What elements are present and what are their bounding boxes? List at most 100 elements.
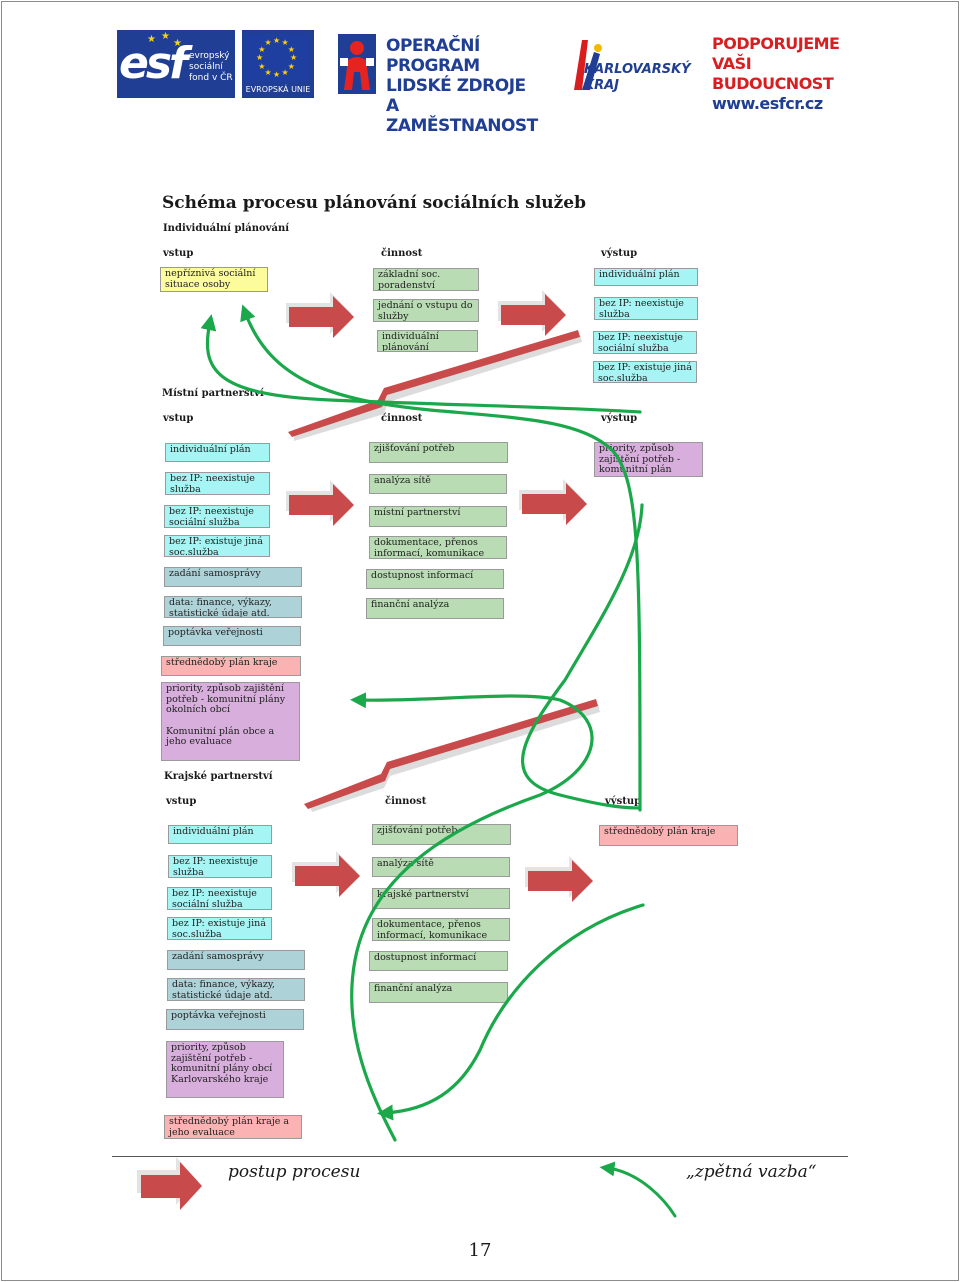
- activity-box: dokumentace, přenos informací, komunikac…: [372, 918, 510, 941]
- eu-flag-icon: ★★★★★★★★★★★★: [244, 34, 310, 82]
- region-name-line: KRAJ: [584, 78, 619, 93]
- process-arrow-5: [292, 851, 360, 897]
- legend-feedback-arrow: [599, 1161, 677, 1218]
- slogan-line: VAŠI BUDOUCNOST: [712, 54, 834, 93]
- activity-box: finanční analýza: [369, 982, 508, 1003]
- region-name: KARLOVARSKÝ KRAJ: [584, 62, 691, 94]
- transfer-arrow-2: [304, 699, 600, 812]
- spacer: [166, 716, 295, 727]
- input-box: střednědobý plán kraje: [161, 656, 301, 676]
- slogan-line: PODPORUJEME: [712, 34, 840, 53]
- eu-caption: EVROPSKÁ UNIE: [245, 85, 311, 94]
- output-box: priority, způsob zajištění potřeb - komu…: [594, 442, 703, 477]
- esf-caption-line: sociální: [189, 62, 223, 72]
- legend-divider: [112, 1156, 848, 1157]
- input-box: individuální plán: [168, 825, 272, 844]
- input-box-text: priority, způsob zajištění potřeb - komu…: [166, 683, 286, 715]
- input-box: priority, způsob zajištění potřeb - komu…: [166, 1041, 284, 1098]
- esf-caption-line: evropský: [189, 51, 230, 61]
- process-arrow-4: [519, 479, 587, 525]
- eu-star-icon: ★: [264, 38, 272, 48]
- feedback-curve-3: [521, 503, 644, 810]
- section-heading: Místní partnerství: [162, 388, 264, 399]
- section-heading: Individuální plánování: [163, 223, 290, 234]
- esf-caption: evropský sociální fond v ČR: [189, 51, 233, 84]
- eu-star-icon: ★: [264, 67, 272, 77]
- column-activity-label: činnost: [381, 413, 423, 424]
- output-box: bez IP: existuje jiná soc.služba: [593, 361, 697, 383]
- eu-star-icon: ★: [273, 70, 281, 79]
- program-name: OPERAČNÍ PROGRAM LIDSKÉ ZDROJE A ZAMĚSTN…: [386, 36, 548, 136]
- input-box: individuální plán: [165, 443, 270, 462]
- legend-feedback-label: „zpětná vazba“: [686, 1162, 817, 1182]
- input-box: poptávka veřejnosti: [166, 1009, 304, 1030]
- output-box: střednědobý plán kraje: [599, 825, 738, 846]
- activity-box: zjišťování potřeb: [372, 824, 511, 845]
- eu-star-icon: ★: [273, 36, 281, 45]
- star-icon: ★: [173, 38, 182, 49]
- legend-process-label: postup procesu: [228, 1162, 361, 1182]
- input-box: střednědobý plán kraje a jeho evaluace: [164, 1115, 302, 1139]
- output-box: bez IP: neexistuje sociální služba: [593, 331, 697, 354]
- column-activity-label: činnost: [385, 796, 427, 807]
- input-box: zadání samosprávy: [164, 567, 302, 587]
- process-arrow-2: [498, 290, 566, 336]
- activity-box: individuální plánování: [377, 330, 478, 352]
- eu-star-icon: ★: [281, 38, 289, 48]
- activity-box: dokumentace, přenos informací, komunikac…: [369, 536, 507, 559]
- eu-star-icon: ★: [290, 53, 298, 62]
- page-number: 17: [468, 1240, 492, 1261]
- activity-box: finanční analýza: [366, 598, 504, 619]
- program-name-line: A ZAMĚSTNANOST: [386, 96, 538, 136]
- slogan-url: www.esfcr.cz: [712, 94, 823, 113]
- input-box: data: finance, výkazy, statistické údaje…: [164, 596, 302, 618]
- input-box: bez IP: neexistuje služba: [165, 472, 270, 495]
- output-box: individuální plán: [594, 268, 698, 286]
- eu-star-icon: ★: [287, 61, 295, 71]
- input-box: bez IP: neexistuje služba: [168, 855, 272, 878]
- activity-box: analýza sítě: [372, 857, 510, 877]
- section-heading: Krajské partnerství: [164, 771, 273, 782]
- activity-box: krajské partnerství: [372, 888, 510, 909]
- input-box: bez IP: neexistuje sociální služba: [167, 887, 272, 910]
- program-logo: OPERAČNÍ PROGRAM LIDSKÉ ZDROJE A ZAMĚSTN…: [336, 30, 548, 136]
- activity-box: analýza sítě: [369, 474, 507, 494]
- eu-star-icon: ★: [258, 61, 266, 71]
- input-box: bez IP: neexistuje sociální služba: [164, 505, 270, 528]
- eu-star-icon: ★: [256, 53, 264, 62]
- star-icon: ★: [161, 31, 170, 42]
- output-box: bez IP: neexistuje služba: [594, 297, 698, 320]
- esf-caption-line: fond v ČR: [189, 73, 233, 83]
- eu-star-icon: ★: [287, 44, 295, 54]
- column-activity-label: činnost: [381, 248, 423, 259]
- input-box: bez IP: existuje jiná soc.služba: [164, 535, 270, 557]
- eu-logo: ★★★★★★★★★★★★ EVROPSKÁ UNIE: [242, 30, 314, 98]
- activity-box: základní soc. poradenství: [373, 268, 479, 291]
- input-box: nepříznivá sociální situace osoby: [160, 267, 268, 292]
- region-name-line: KARLOVARSKÝ: [584, 62, 691, 77]
- activity-box: zjišťování potřeb: [369, 442, 508, 463]
- column-output-label: výstup: [605, 796, 642, 807]
- slogan-logo: PODPORUJEME VAŠI BUDOUCNOST www.esfcr.cz: [708, 30, 860, 113]
- process-arrow-6: [525, 856, 593, 902]
- input-box: poptávka veřejnosti: [163, 626, 301, 646]
- activity-box: dostupnost informací: [366, 569, 504, 589]
- eu-star-icon: ★: [281, 67, 289, 77]
- legend-process-arrow: [137, 1157, 202, 1210]
- esf-mark: esf: [119, 38, 188, 89]
- input-box: bez IP: existuje jiná soc.služba: [167, 917, 272, 940]
- input-box-text: Komunitní plán obce a jeho evaluace: [166, 725, 275, 747]
- column-input-label: vstup: [163, 248, 194, 259]
- diagram-title: Schéma procesu plánování sociálních služ…: [162, 193, 586, 213]
- input-box: zadání samosprávy: [167, 950, 305, 970]
- column-output-label: výstup: [601, 413, 638, 424]
- region-crest-icon: [574, 40, 602, 90]
- input-box-group: priority, způsob zajištění potřeb - komu…: [161, 682, 300, 761]
- activity-box: jednání o vstupu do služby: [373, 299, 479, 322]
- star-icon: ★: [147, 34, 156, 45]
- eu-star-icon: ★: [258, 44, 266, 54]
- column-input-label: vstup: [166, 796, 197, 807]
- feedback-curve-2: [240, 304, 642, 812]
- program-name-line: LIDSKÉ ZDROJE: [386, 76, 526, 96]
